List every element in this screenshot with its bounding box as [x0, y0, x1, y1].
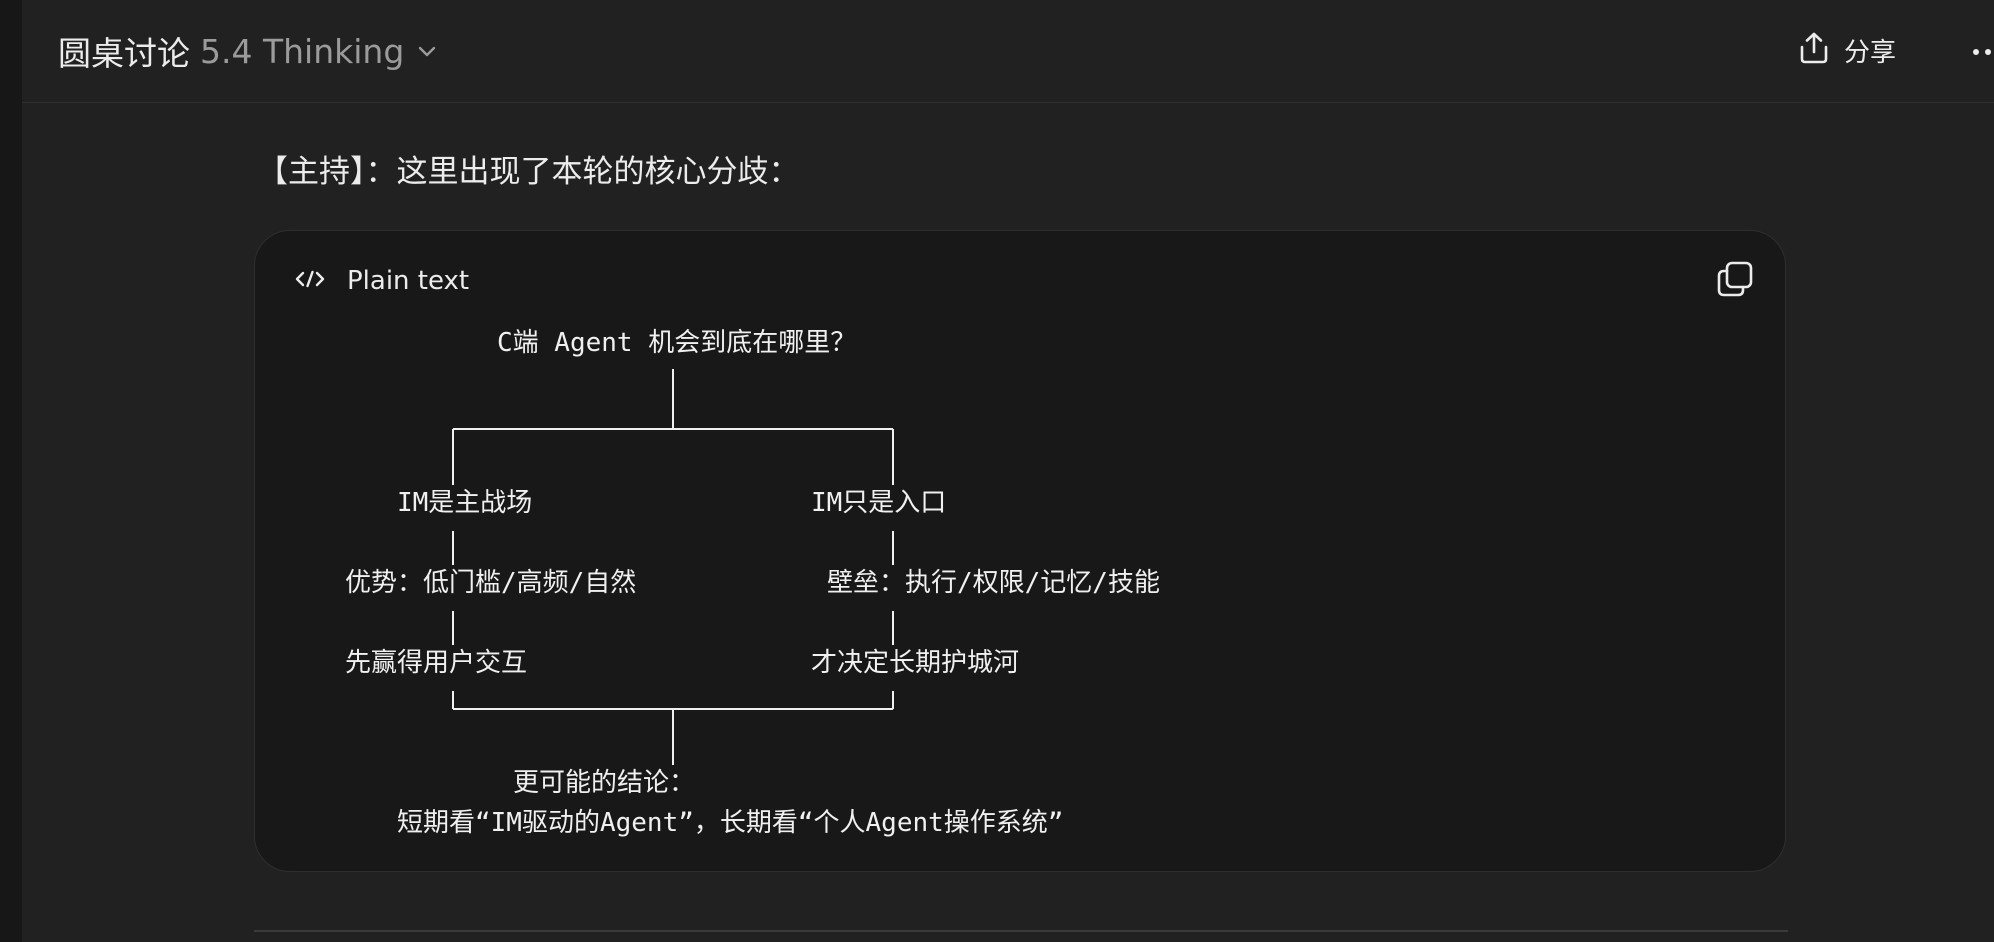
share-label: 分享: [1844, 37, 1897, 68]
more-horizontal-icon: [1972, 41, 1994, 60]
code-block-header: Plain text: [295, 261, 469, 301]
message-divider: [254, 930, 1788, 932]
diagram-question: C端 Agent 机会到底在哪里？: [497, 328, 857, 358]
chevron-down-icon: [416, 40, 438, 62]
sidebar-edge: [0, 0, 22, 942]
more-options-button[interactable]: [1966, 26, 1994, 74]
conversation-title: 圆桌讨论: [58, 34, 190, 73]
diagram-right-point: 壁垒：执行/权限/记忆/技能: [827, 568, 1160, 598]
diagram-right-result: 才决定长期护城河: [811, 648, 1020, 678]
share-button[interactable]: 分享: [1798, 26, 1896, 74]
assistant-message-text: 【主持】：这里出现了本轮的核心分歧：: [257, 154, 800, 190]
model-selector[interactable]: 圆桌讨论 5.4 Thinking: [58, 28, 438, 74]
diagram-connectors: [452, 369, 894, 765]
code-icon: [295, 268, 325, 294]
diagram-left-title: IM是主战场: [397, 488, 533, 518]
copy-icon: [1717, 261, 1753, 301]
diagram-left-point: 优势：低门槛/高频/自然: [345, 568, 637, 598]
diagram-conclusion: 短期看“IM驱动的Agent”，长期看“个人Agent操作系统”: [397, 808, 1064, 838]
copy-code-button[interactable]: [1715, 261, 1755, 301]
share-upload-icon: [1798, 31, 1830, 69]
code-language-label: Plain text: [347, 266, 470, 296]
diagram-conclusion-label: 更可能的结论：: [513, 768, 696, 798]
model-name: 5.4 Thinking: [200, 31, 405, 71]
code-block: Plain text: [254, 230, 1786, 872]
diagram-right-title: IM只是入口: [811, 488, 947, 518]
diagram-left-result: 先赢得用户交互: [345, 648, 528, 678]
top-bar: 圆桌讨论 5.4 Thinking 分享: [22, 0, 1994, 103]
